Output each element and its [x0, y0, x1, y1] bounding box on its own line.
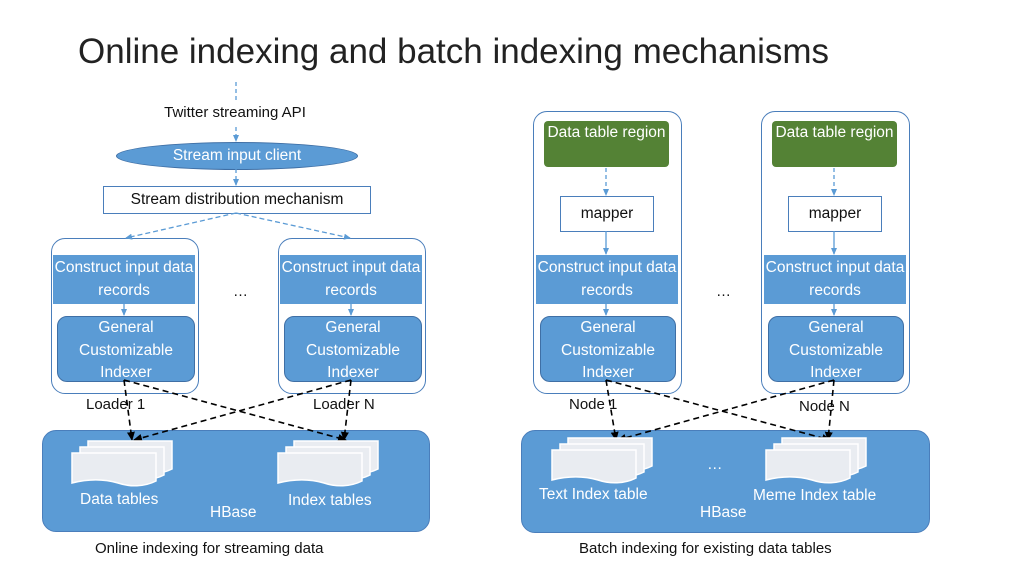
node-n-mapper: mapper	[788, 196, 882, 232]
loader-n-indexer-label: General Customizable Indexer	[306, 319, 400, 381]
text-index-table-icon	[551, 437, 653, 484]
loader-n-construct-box: Construct input data records	[280, 255, 422, 304]
text-index-table-label: Text Index table	[539, 486, 648, 503]
meme-index-table-label: Meme Index table	[753, 487, 877, 504]
loader-1-label: Loader 1	[86, 396, 146, 413]
right-hbase-ellipsis: …	[707, 456, 723, 473]
data-tables-label: Data tables	[80, 491, 159, 508]
node-1-construct-box: Construct input data records	[536, 255, 678, 304]
node-n-mapper-label: mapper	[808, 205, 862, 222]
stream-input-client: Stream input client	[116, 142, 358, 170]
slide-title: Online indexing and batch indexing mecha…	[78, 32, 830, 71]
left-ellipsis: …	[233, 283, 248, 300]
node-1-construct-label: Construct input data records	[537, 259, 677, 299]
left-caption: Online indexing for streaming data	[95, 540, 324, 557]
loader-1-construct-box: Construct input data records	[53, 255, 195, 304]
node-1-mapper: mapper	[560, 196, 654, 232]
twitter-api-label: Twitter streaming API	[164, 104, 306, 121]
node-n-indexer-label: General Customizable Indexer	[789, 319, 883, 381]
left-hbase-label: HBase	[210, 504, 257, 521]
stream-distribution-label: Stream distribution mechanism	[130, 191, 344, 208]
node-n-indexer: General Customizable Indexer	[768, 316, 904, 382]
right-hbase-label: HBase	[700, 504, 747, 521]
node-1-mapper-label: mapper	[580, 205, 634, 222]
right-indexer-arrows	[605, 379, 835, 442]
node-1-indexer-label: General Customizable Indexer	[561, 319, 655, 381]
node-1-label: Node 1	[569, 396, 618, 413]
node-1-region: Data table region	[544, 121, 669, 167]
right-caption: Batch indexing for existing data tables	[579, 540, 832, 557]
node-n-construct-label: Construct input data records	[765, 259, 905, 299]
stream-input-client-label: Stream input client	[172, 147, 302, 164]
loader-1-indexer-label: General Customizable Indexer	[79, 319, 173, 381]
loader-n-label: Loader N	[313, 396, 375, 413]
loader-1-construct-label: Construct input data records	[54, 259, 194, 299]
loader-n-construct-label: Construct input data records	[281, 259, 421, 299]
left-indexer-arrows	[123, 379, 352, 442]
node-n-region-label: Data table region	[775, 124, 894, 141]
node-n-label: Node N	[799, 398, 850, 415]
data-tables-icon	[71, 440, 173, 487]
index-tables-label: Index tables	[288, 492, 372, 509]
loader-n-indexer: General Customizable Indexer	[284, 316, 422, 382]
node-n-construct-box: Construct input data records	[764, 255, 906, 304]
index-tables-icon	[277, 440, 379, 487]
left-stream-arrows	[121, 82, 354, 316]
meme-index-table-icon	[765, 437, 867, 484]
node-1-region-label: Data table region	[547, 124, 666, 141]
right-ellipsis: …	[716, 283, 731, 300]
stream-distribution-box: Stream distribution mechanism	[103, 186, 371, 214]
node-n-region: Data table region	[772, 121, 897, 167]
loader-1-indexer: General Customizable Indexer	[57, 316, 195, 382]
right-node-arrows	[603, 168, 837, 316]
node-1-indexer: General Customizable Indexer	[540, 316, 676, 382]
